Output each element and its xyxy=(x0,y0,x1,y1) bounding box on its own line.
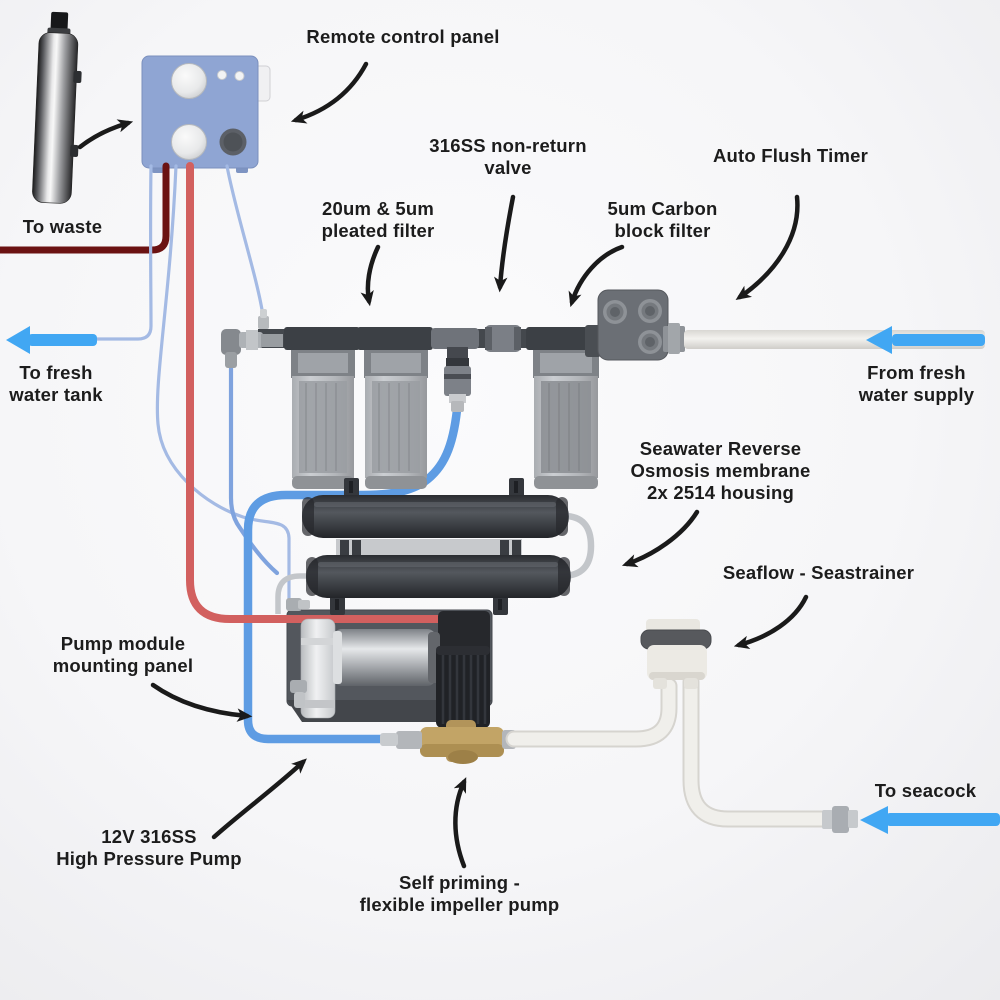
pleated-filter-housing-2 xyxy=(364,350,428,489)
label-to-seacock: To seacock xyxy=(874,780,977,801)
pleated-filter-housing-1 xyxy=(291,350,355,489)
remote-control-panel xyxy=(141,55,271,173)
timer-ports xyxy=(603,299,662,354)
arrow-membrane xyxy=(621,509,700,568)
label-seastrainer: Seaflow - Seastrainer xyxy=(722,562,915,583)
arrow-waste-to-panel xyxy=(77,119,134,150)
arrow-remote-panel xyxy=(290,61,369,124)
raw-water-circuit xyxy=(505,619,858,833)
auto-flush-timer xyxy=(585,289,685,361)
label-high-pressure-pump: 12V 316SS High Pressure Pump xyxy=(56,826,242,869)
filter-assembly xyxy=(221,289,985,489)
sense-tube-manifold xyxy=(225,164,265,318)
seacock-fitting xyxy=(822,806,858,833)
label-pump-module: Pump module mounting panel xyxy=(52,633,194,676)
high-pressure-pump xyxy=(286,598,440,719)
non-return-valve xyxy=(431,328,479,412)
label-ro-membrane: Seawater Reverse Osmosis membrane 2x 251… xyxy=(630,438,811,503)
flow-arrows xyxy=(6,326,1000,834)
label-auto-flush-timer: Auto Flush Timer xyxy=(713,145,868,166)
label-to-waste: To waste xyxy=(22,216,103,237)
from-supply-arrow xyxy=(866,326,985,354)
arrow-non-return-valve xyxy=(494,194,516,293)
pressure-control-block xyxy=(438,611,490,657)
waste-outlet-fitting xyxy=(32,11,82,204)
annotation-arrows xyxy=(77,61,809,869)
arrow-pump-panel xyxy=(150,682,253,722)
to-tank-arrow xyxy=(6,326,97,354)
feed-tube-membrane xyxy=(228,361,280,576)
product-tube-membrane xyxy=(155,164,291,602)
arrow-hp-pump xyxy=(211,758,307,840)
arrow-seastrainer xyxy=(733,594,809,649)
label-impeller-pump: Self priming - flexible impeller pump xyxy=(359,872,560,915)
arrow-pleated-filter xyxy=(360,244,381,307)
label-non-return-valve: 316SS non-return valve xyxy=(429,135,587,178)
panel-gauge-bottom xyxy=(171,124,207,160)
seacock-hose xyxy=(684,675,831,826)
product-tube-to-tank xyxy=(94,164,153,341)
ro-membranes xyxy=(275,478,595,615)
membrane-bracket-plate xyxy=(336,539,522,557)
panel-gauge-top xyxy=(171,63,207,99)
panel-led-1 xyxy=(217,70,227,80)
feed-tube-thick xyxy=(243,405,462,744)
inline-fitting xyxy=(485,325,521,352)
membrane-housing-upper xyxy=(302,495,569,538)
manifold-inlet-elbow xyxy=(221,309,283,368)
arrow-flush-timer xyxy=(735,194,800,301)
label-carbon-filter: 5um Carbon block filter xyxy=(607,198,718,241)
arrow-impeller-pump xyxy=(453,777,467,869)
seastrainer xyxy=(640,619,712,689)
to-seacock-arrow xyxy=(860,806,1000,834)
membrane-u-tube-right xyxy=(556,512,595,580)
strainer-outlet-hose xyxy=(507,679,676,746)
label-to-fresh-water-tank: To fresh water tank xyxy=(9,362,103,405)
tubing xyxy=(0,162,462,744)
membrane-mount-tabs xyxy=(330,478,524,615)
membrane-housing-lower xyxy=(306,555,571,598)
label-remote-control-panel: Remote control panel xyxy=(306,26,500,47)
pump-module xyxy=(286,598,516,764)
arrow-carbon-filter xyxy=(568,244,625,308)
label-from-fresh-water-supply: From fresh water supply xyxy=(858,362,975,405)
carbon-filter-housing xyxy=(533,350,599,489)
membrane-elbow-left xyxy=(275,573,312,614)
panel-led-2 xyxy=(234,71,245,81)
label-pleated-filter: 20um & 5um pleated filter xyxy=(321,198,435,241)
impeller-pump xyxy=(380,646,516,764)
high-pressure-hose xyxy=(186,162,452,623)
